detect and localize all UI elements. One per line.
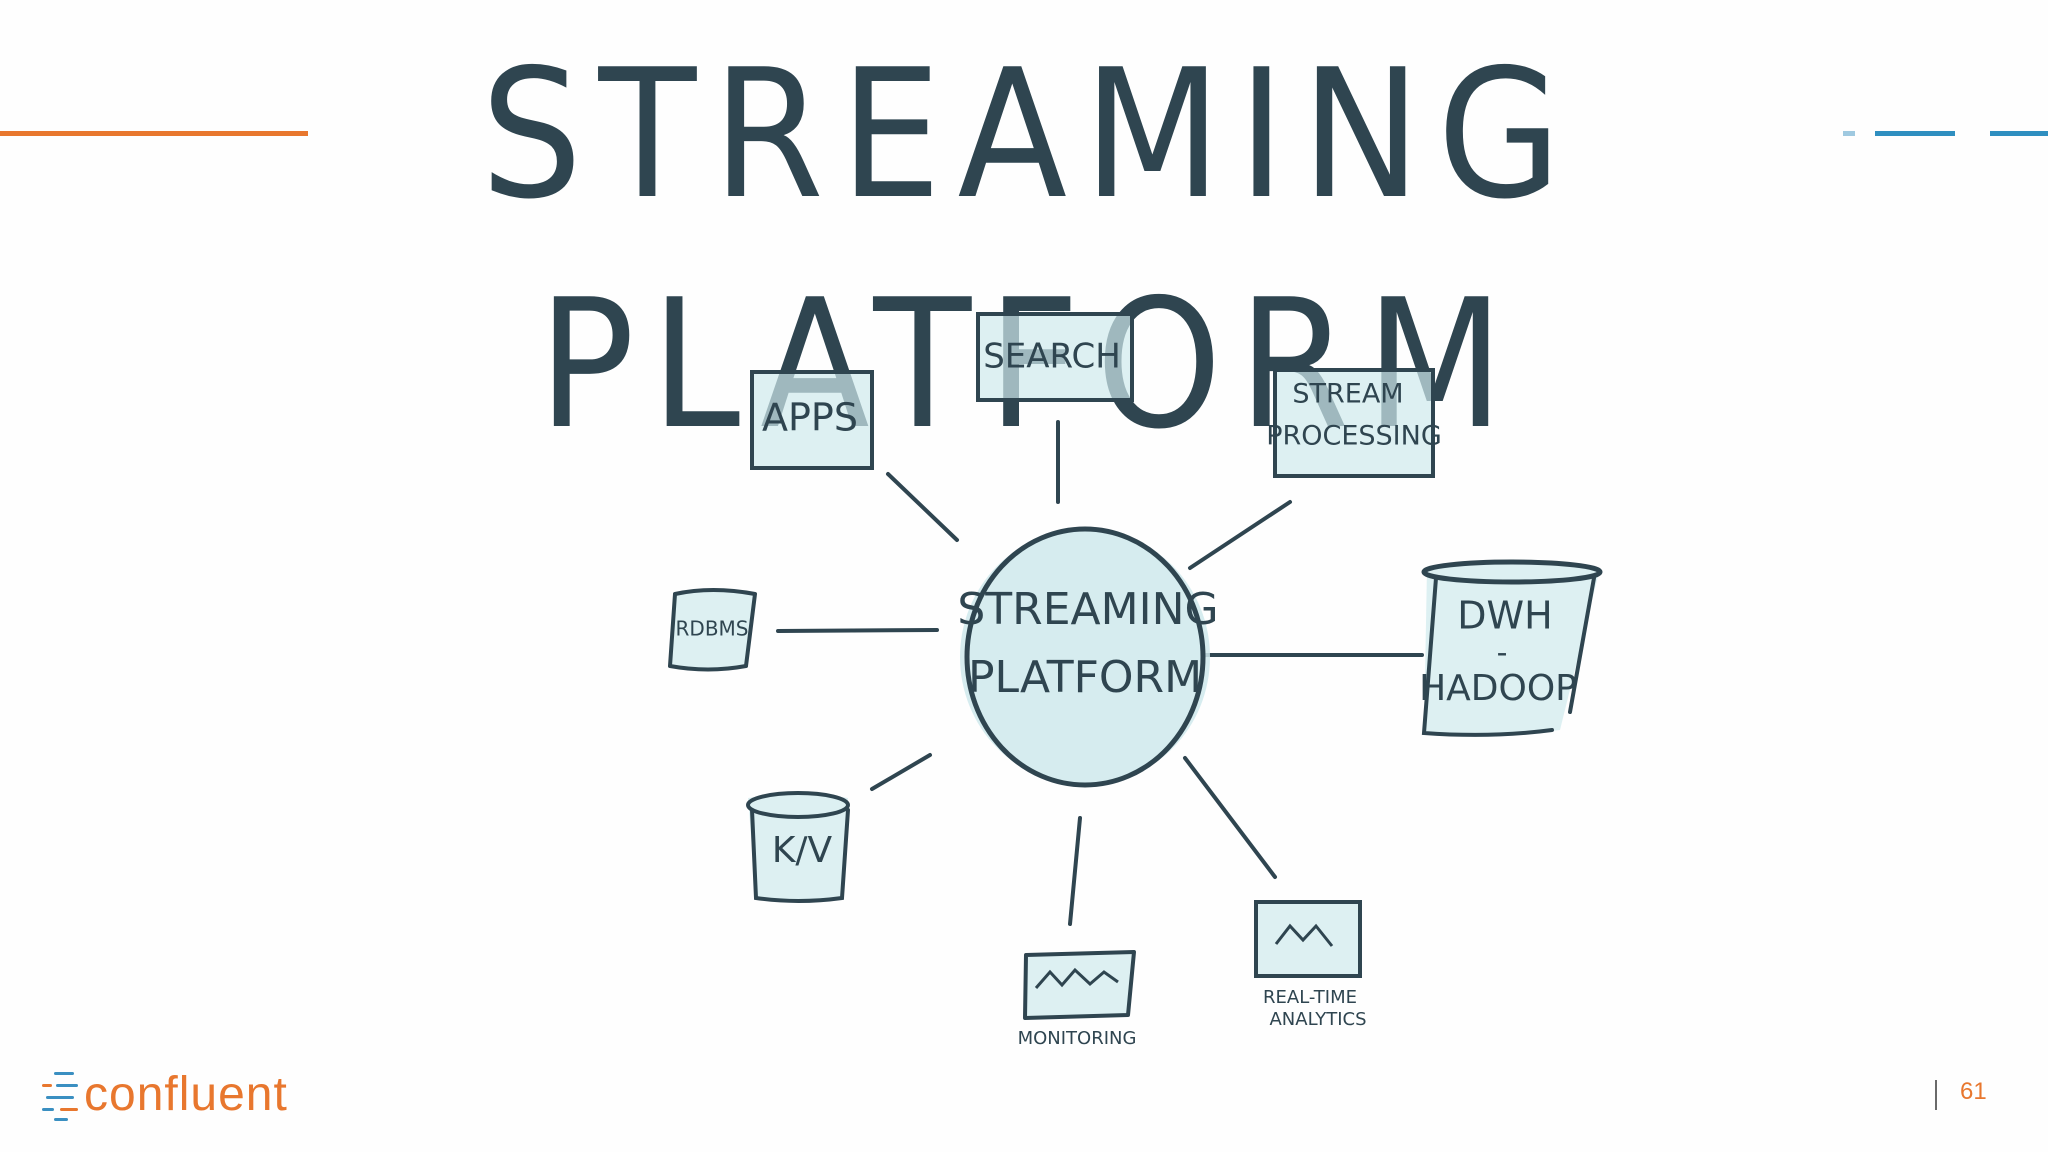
title-rule-right-dash-3 <box>1990 131 2048 136</box>
monitoring-screen <box>1023 950 1136 1020</box>
confluent-logo-text: confluent <box>84 1067 288 1121</box>
search-wash <box>978 314 1132 400</box>
dwh-wash <box>1424 564 1600 735</box>
page-number: 61 <box>1960 1078 1987 1105</box>
hub-wash <box>960 529 1210 785</box>
dwh-label-line1: DWH <box>1457 594 1552 638</box>
node-apps: APPS <box>750 370 874 470</box>
title-rule-right-dash-1 <box>1843 131 1855 136</box>
node-dwh: DWH - HADOOP <box>1419 559 1603 737</box>
node-search: SEARCH <box>976 312 1134 402</box>
hub-label-line1: STREAMING <box>957 584 1218 635</box>
slide-title: STREAMING PLATFORM <box>480 31 1578 468</box>
connector-kv <box>870 753 932 791</box>
apps-wash <box>752 372 874 468</box>
node-kv: K/V <box>746 791 850 903</box>
kv-top <box>746 791 850 819</box>
hub-label-line2: PLATFORM <box>968 652 1202 703</box>
confluent-logo-icon <box>40 1066 80 1122</box>
monitoring-wave-icon <box>1034 967 1119 989</box>
dwh-label-line2: HADOOP <box>1419 668 1577 709</box>
rdbms-wash <box>670 590 755 670</box>
node-stream-processing: STREAM PROCESSING <box>1266 368 1442 478</box>
stream-processing-box <box>1273 368 1435 478</box>
connectors <box>776 420 1424 926</box>
analytics-label-line1: REAL-TIME <box>1263 987 1357 1008</box>
connector-rdbms <box>776 628 939 633</box>
node-monitoring: MONITORING <box>1018 950 1137 1049</box>
apps-box <box>750 370 874 470</box>
analytics-chart-icon <box>1274 923 1334 947</box>
monitoring-wash <box>1025 952 1134 1018</box>
dwh-top <box>1421 559 1603 585</box>
rdbms-label: RDBMS <box>676 617 749 641</box>
page-number-divider <box>1935 1080 1937 1110</box>
kv-sides <box>750 808 850 903</box>
kv-label: K/V <box>772 830 833 871</box>
title-rule-left <box>0 131 308 136</box>
search-box <box>976 312 1134 402</box>
rdbms-cylinder <box>668 588 757 672</box>
kv-wash <box>748 794 848 901</box>
connector-apps <box>886 472 959 542</box>
hub-node: STREAMING PLATFORM <box>957 526 1219 788</box>
apps-label: APPS <box>762 396 858 440</box>
dwh-sides <box>1421 576 1596 737</box>
stream-processing-wash <box>1275 370 1433 476</box>
stream-processing-label-line2: PROCESSING <box>1266 421 1442 452</box>
stream-processing-label-line1: STREAM <box>1292 379 1403 410</box>
connector-analytics <box>1183 756 1277 879</box>
connector-stream-processing <box>1188 500 1292 570</box>
monitoring-label: MONITORING <box>1018 1028 1137 1049</box>
connector-monitoring <box>1068 816 1082 926</box>
node-rdbms: RDBMS <box>668 588 757 672</box>
dwh-label-sep: - <box>1497 636 1508 671</box>
analytics-screen <box>1254 900 1362 978</box>
analytics-wash <box>1256 902 1360 976</box>
analytics-label-line2: ANALYTICS <box>1269 1009 1366 1030</box>
title-rule-right-dash-2 <box>1875 131 1955 136</box>
hub-circle <box>964 526 1206 788</box>
node-analytics: REAL-TIME ANALYTICS <box>1254 900 1367 1030</box>
search-label: SEARCH <box>983 337 1121 377</box>
confluent-logo: confluent <box>40 1064 288 1124</box>
